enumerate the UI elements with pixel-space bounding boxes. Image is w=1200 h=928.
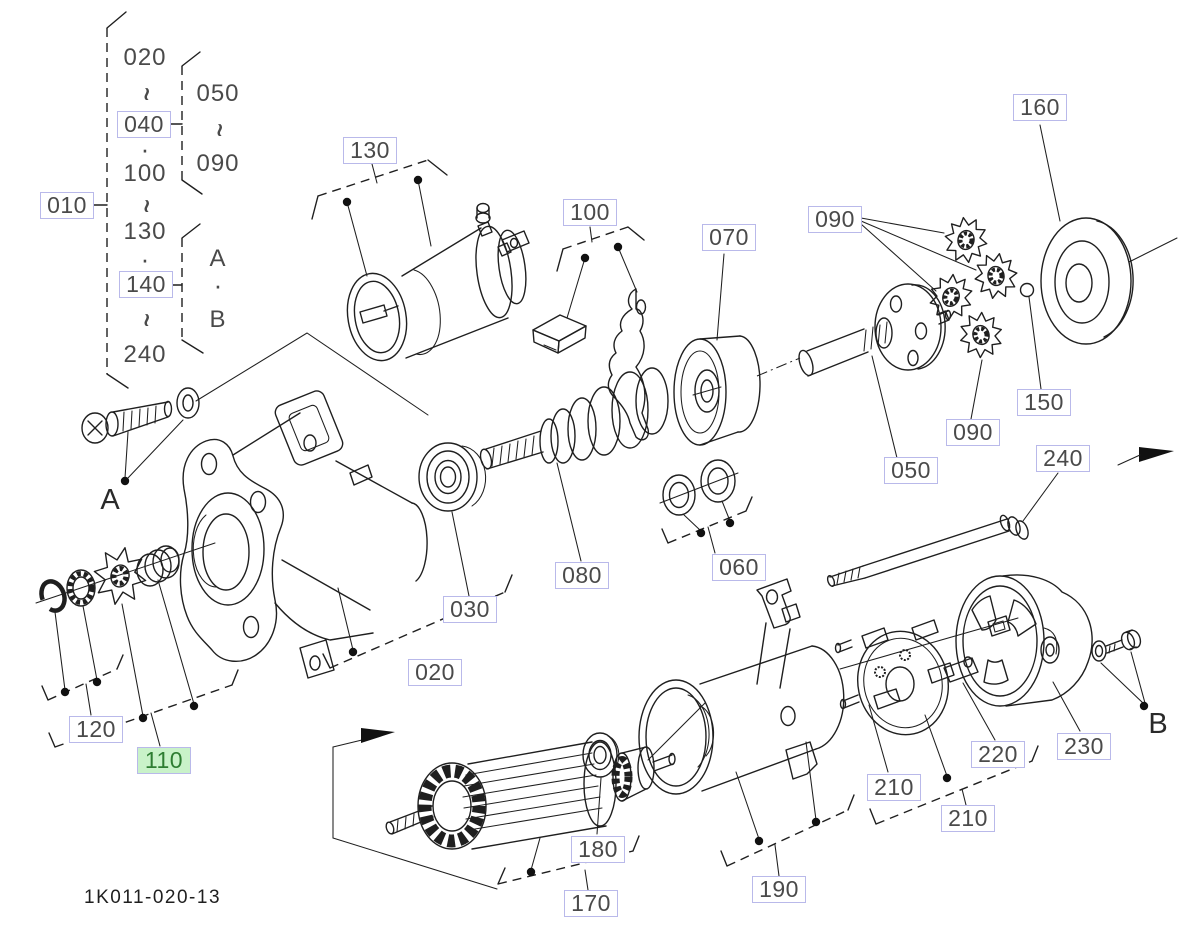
- callout-060-washers[interactable]: 060: [712, 554, 766, 581]
- front-bearing-drawing: [418, 442, 487, 512]
- callout-group-140[interactable]: 140: [119, 271, 173, 298]
- legend-range: 100: [123, 160, 167, 187]
- ball-drawing: [1019, 282, 1035, 298]
- callout-240-through-bolt[interactable]: 240: [1036, 445, 1090, 472]
- drum-drawing: [673, 335, 761, 446]
- callout-150-ball[interactable]: 150: [1017, 389, 1071, 416]
- callout-090-gears-top[interactable]: 090: [808, 206, 862, 233]
- legend-range: 130: [123, 218, 167, 245]
- carrier-shaft-drawing: [798, 283, 952, 377]
- legend-separator-dot: ·: [140, 244, 150, 274]
- rear-bearing-drawing: [582, 732, 620, 778]
- legend-range-end: 240: [123, 341, 167, 368]
- through-bolt-drawing: [826, 514, 1029, 587]
- callout-110-pinion-set-highlighted[interactable]: 110: [137, 747, 191, 774]
- ring-gear-drawing: [1040, 217, 1134, 345]
- callout-170-armature[interactable]: 170: [564, 890, 618, 917]
- range-tilde-icon: ~: [125, 86, 166, 102]
- clutch-drawing: [479, 367, 669, 470]
- callout-080-clutch[interactable]: 080: [555, 562, 609, 589]
- pinion-set-drawing: [39, 543, 180, 613]
- lever-set-drawing: [532, 288, 650, 441]
- callout-050-carrier-shaft[interactable]: 050: [884, 457, 938, 484]
- armature-drawing: [385, 741, 676, 850]
- callout-130-solenoid[interactable]: 130: [343, 137, 397, 164]
- callout-030-front-bearing[interactable]: 030: [443, 596, 497, 623]
- legend-subrange-end: 090: [196, 150, 240, 177]
- legend-separator-dot: ·: [213, 270, 223, 300]
- callout-160-ring-gear[interactable]: 160: [1013, 94, 1067, 121]
- bolt-a-drawing: [81, 387, 200, 444]
- legend-view-a: A: [209, 245, 227, 272]
- leader-lines: [54, 124, 1149, 877]
- legend-brackets: [93, 11, 204, 389]
- range-tilde-icon: ~: [125, 312, 166, 328]
- callout-230-rear-cover[interactable]: 230: [1057, 733, 1111, 760]
- rear-cover-drawing: [955, 574, 1093, 707]
- callout-group-010[interactable]: 010: [40, 192, 94, 219]
- range-tilde-icon: ~: [125, 198, 166, 214]
- range-tilde-icon: ~: [198, 122, 239, 138]
- legend-subrange-start: 050: [196, 80, 240, 107]
- callout-100-lever-set[interactable]: 100: [563, 199, 617, 226]
- callout-190-yoke[interactable]: 190: [752, 876, 806, 903]
- yoke-drawing: [638, 578, 845, 795]
- legend-separator-dot: ·: [140, 134, 150, 164]
- legend-view-b: B: [209, 306, 227, 333]
- solenoid-drawing: [346, 202, 530, 362]
- callout-020-front-bracket[interactable]: 020: [408, 659, 462, 686]
- callout-200-brush-group[interactable]: 210: [941, 805, 995, 832]
- callout-group-040[interactable]: 040: [117, 111, 171, 138]
- callout-220-brush-set[interactable]: 220: [971, 741, 1025, 768]
- view-ref-b: B: [1148, 708, 1168, 740]
- callout-090-gears-bottom[interactable]: 090: [946, 419, 1000, 446]
- brush-plate-drawing: [834, 619, 979, 736]
- screw-b-drawing: [1091, 629, 1142, 662]
- view-ref-a: A: [100, 484, 120, 516]
- planet-gears-drawing: [921, 213, 1022, 364]
- callout-070-drum[interactable]: 070: [702, 224, 756, 251]
- callout-120-retainer-set[interactable]: 120: [69, 716, 123, 743]
- callout-brackets: [41, 159, 1039, 891]
- front-bracket-drawing: [179, 390, 428, 679]
- drawing-number: 1K011-020-13: [84, 887, 222, 908]
- washers-drawing: [659, 459, 739, 516]
- callout-180-rear-bearing[interactable]: 180: [571, 836, 625, 863]
- callout-210-brush-holder[interactable]: 210: [867, 774, 921, 801]
- legend-range-start: 020: [123, 44, 167, 71]
